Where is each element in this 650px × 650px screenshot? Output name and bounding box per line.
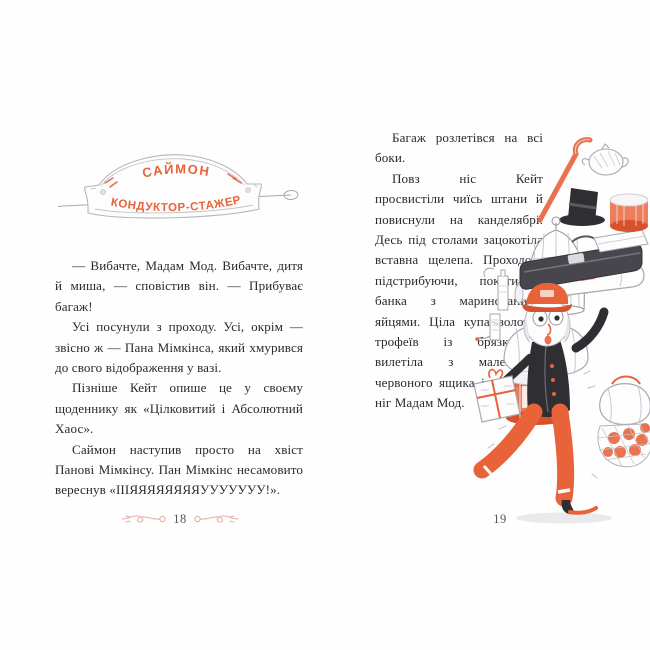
right-page-body-text: Багаж розлетівся на всі боки. Повз ніс К… (375, 128, 543, 414)
flourish-left-icon (121, 515, 166, 523)
left-page-folio: 18 (35, 508, 325, 530)
page-number: 18 (173, 511, 187, 526)
paragraph: Пізніше Кейт опише це у своєму щоденнику… (55, 380, 303, 437)
page-number: 19 (493, 511, 507, 526)
right-page: Багаж розлетівся на всі боки. Повз ніс К… (355, 118, 645, 548)
paragraph: Повз ніс Кейт просвистіли чиїсь штани й … (375, 170, 543, 411)
paragraph: Усі посунули з проходу. Усі, окрім — зві… (55, 319, 303, 376)
paragraph: Багаж розлетівся на всі боки. (375, 130, 543, 166)
left-page-body-text: — Вибачте, Мадам Мод. Вибачте, дитя й ми… (55, 256, 303, 501)
right-page-folio: 19 (355, 508, 645, 530)
flourish-right-icon (194, 515, 239, 523)
badge-svg: САЙМОН КОНДУКТОР-СТАЖЕР (57, 154, 299, 219)
paragraph: — Вибачте, Мадам Мод. Вибачте, дитя й ми… (55, 258, 303, 314)
paragraph: Саймон наступив просто на хвіст Панові М… (55, 441, 303, 498)
badge-name-text: САЙМОН (141, 161, 212, 180)
conductor-badge-illustration: САЙМОН КОНДУКТОР-СТАЖЕР САЙМОН КОНДУКТОР… (55, 143, 300, 233)
left-page: САЙМОН КОНДУКТОР-СТАЖЕР САЙМОН КОНДУКТОР… (35, 118, 325, 548)
